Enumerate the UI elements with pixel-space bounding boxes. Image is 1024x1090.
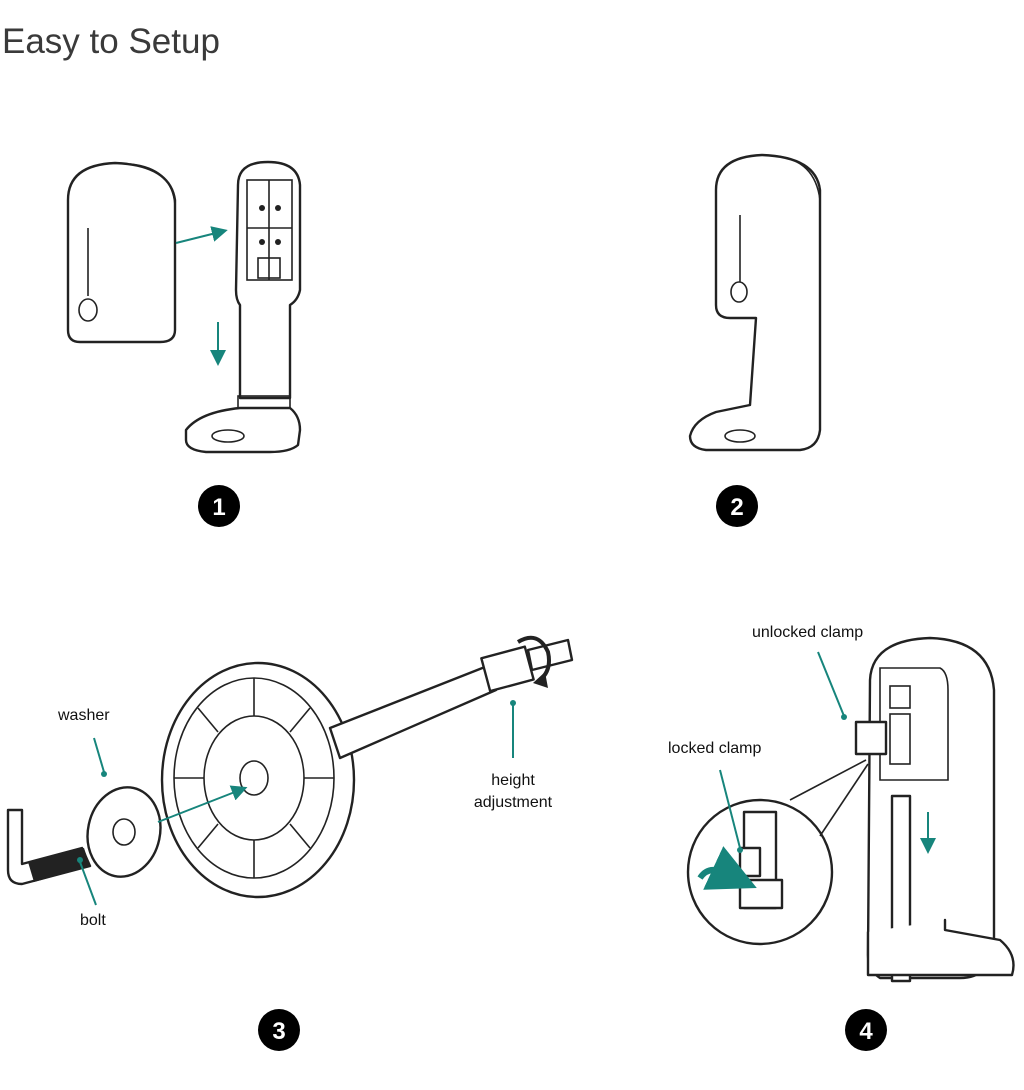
svg-text:adjustment: adjustment	[474, 794, 553, 811]
svg-text:2: 2	[730, 494, 743, 521]
step-3-badge: 3	[258, 1009, 300, 1051]
bolt-callout: bolt	[77, 857, 106, 929]
step-2-illustration	[688, 153, 822, 452]
svg-text:washer: washer	[57, 707, 110, 724]
height-adjustment-callout: height adjustment	[474, 700, 553, 811]
washer-callout: washer	[57, 707, 110, 777]
base-plate	[184, 406, 302, 454]
arrow-insert-icon	[157, 785, 248, 823]
assembled-dispenser	[688, 153, 822, 452]
svg-text:1: 1	[212, 494, 225, 521]
step-4-illustration	[686, 636, 1015, 983]
locked-clamp	[738, 878, 784, 910]
locked-clamp-callout: locked clamp	[668, 740, 761, 853]
svg-text:unlocked clamp: unlocked clamp	[752, 624, 863, 641]
page-title: Easy to Setup	[2, 22, 220, 61]
svg-text:4: 4	[859, 1018, 873, 1045]
washer	[86, 786, 162, 878]
rotate-arrow-icon	[697, 846, 757, 890]
round-base	[160, 661, 356, 899]
svg-text:3: 3	[272, 1018, 285, 1045]
step-2-badge: 2	[716, 485, 758, 527]
svg-text:locked clamp: locked clamp	[668, 740, 761, 757]
step-1-illustration	[66, 160, 302, 454]
dispenser-body	[66, 161, 177, 344]
svg-text:height: height	[491, 772, 535, 789]
unlocked-clamp	[854, 720, 888, 756]
unlocked-clamp-callout: unlocked clamp	[752, 624, 863, 720]
step-3-illustration	[6, 635, 574, 899]
svg-text:bolt: bolt	[80, 912, 106, 929]
step-1-badge: 1	[198, 485, 240, 527]
step-4-badge: 4	[845, 1009, 887, 1051]
support-pole	[328, 663, 498, 760]
arrow-right-icon	[175, 226, 228, 244]
